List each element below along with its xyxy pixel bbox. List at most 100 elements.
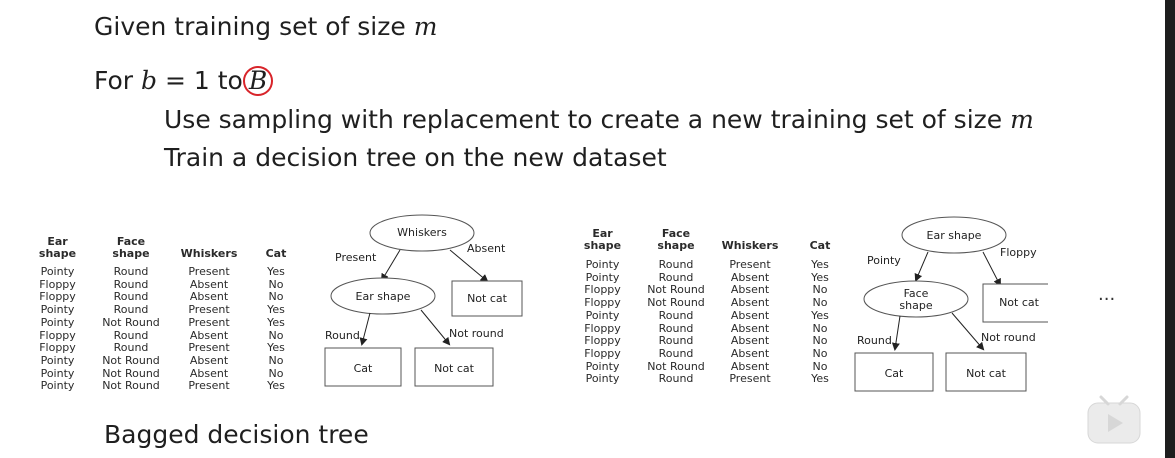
edge-right-label: Floppy <box>1000 246 1037 259</box>
edge-root-right <box>982 251 1001 287</box>
line-train-step: Train a decision tree on the new dataset <box>164 143 667 172</box>
leaf-not-cat <box>414 347 494 387</box>
sampling-text: Use sampling with replacement to create … <box>164 105 1003 134</box>
table-cell: Floppy <box>584 283 621 297</box>
table-cell: Present <box>188 265 230 278</box>
table-cell: Round <box>658 346 694 360</box>
table-cell: Not Round <box>647 359 705 373</box>
table-cell: Present <box>188 303 230 317</box>
leaf-cat <box>324 347 402 387</box>
table-cell: Floppy <box>39 328 76 342</box>
table-cell: Floppy <box>584 321 621 335</box>
leaf-not-cat-label: Not cat <box>966 367 1007 380</box>
table-cell: Round <box>658 308 694 322</box>
table-cell: Pointy <box>40 303 75 317</box>
table-cell: Floppy <box>584 296 621 310</box>
more-trees-ellipsis: ... <box>1098 284 1116 305</box>
table-cell: Absent <box>730 334 770 348</box>
B-symbol-circled: B <box>242 66 274 96</box>
table-cell: Pointy <box>40 353 75 367</box>
leaf-cat <box>854 352 934 392</box>
edge-mid-right <box>951 312 985 351</box>
for-text: For <box>94 66 134 95</box>
table-cell: Yes <box>267 303 285 317</box>
table-cell: Round <box>658 321 694 335</box>
decision-tree-2: Ear shape Pointy Floppy Face shape Not c… <box>854 216 1048 392</box>
edge-left-label: Pointy <box>867 254 901 267</box>
table-cell: Not Round <box>102 366 160 380</box>
edge-root-right <box>449 249 489 283</box>
table-cell: Round <box>658 372 694 386</box>
table-cell: Floppy <box>39 290 76 304</box>
table-cell: Yes <box>267 265 285 278</box>
table-cell: Absent <box>189 277 229 291</box>
table-cell: No <box>812 346 828 360</box>
ear-header: Ear shape <box>38 235 77 260</box>
b-symbol: b <box>141 66 158 95</box>
table-cell: Absent <box>730 270 770 284</box>
leaf-cat-label: Cat <box>885 367 904 380</box>
edge-mid-right <box>420 309 451 346</box>
table-cell: Yes <box>267 341 285 355</box>
mid-node <box>863 280 969 318</box>
table-cell: Absent <box>730 321 770 335</box>
given-text: Given training set of size <box>94 12 406 41</box>
edge-right-label: Absent <box>467 242 506 255</box>
whiskers-header: Whiskers <box>180 247 238 260</box>
table-cell: Floppy <box>584 346 621 360</box>
leaf-cat-label: Cat <box>354 362 373 375</box>
table-cell: No <box>268 277 284 291</box>
mid-node-label: Ear shape <box>356 290 411 303</box>
root-node <box>369 214 475 252</box>
root-label: Ear shape <box>927 229 982 242</box>
edge-mid-left-label: Round <box>325 329 360 342</box>
table-cell: Not Round <box>102 379 160 393</box>
table-cell: Absent <box>189 353 229 367</box>
table-cell: Pointy <box>40 379 75 393</box>
table-cell: No <box>268 353 284 367</box>
table-cell: No <box>812 334 828 348</box>
edge-root-left <box>914 251 929 282</box>
table-cell: Present <box>188 379 230 393</box>
table-cell: Present <box>729 258 771 271</box>
edge-mid-right-label: Not round <box>449 327 504 340</box>
root-node <box>901 216 1007 254</box>
table-cell: Yes <box>811 308 829 322</box>
edge-left-label: Present <box>335 251 377 264</box>
table-cell: Pointy <box>585 258 620 271</box>
table-cell: Pointy <box>585 372 620 386</box>
table-cell: Yes <box>811 372 829 386</box>
right-leaf-label: Not cat <box>467 292 508 305</box>
edge-mid-left-label: Round <box>857 334 892 347</box>
table-cell: Absent <box>730 296 770 310</box>
table-cell: Round <box>113 328 149 342</box>
edge-mid-left <box>359 312 371 346</box>
face-header: Face shape <box>657 227 695 252</box>
mid-node <box>330 277 436 315</box>
table-cell: No <box>268 290 284 304</box>
bilibili-tv-icon <box>1087 395 1141 444</box>
table-cell: Pointy <box>585 270 620 284</box>
table-cell: Absent <box>730 346 770 360</box>
table-cell: Present <box>188 341 230 355</box>
decision-tree-1: Whiskers Present Absent Ear shape Not ca… <box>324 214 523 387</box>
face-header: Face shape <box>112 235 150 260</box>
table-cell: No <box>812 321 828 335</box>
range-text: = 1 to <box>157 66 243 95</box>
bagged-decision-tree-title: Bagged decision tree <box>104 420 369 449</box>
table-cell: Round <box>113 290 149 304</box>
table-cell: Pointy <box>40 366 75 380</box>
table-cell: Floppy <box>39 277 76 291</box>
